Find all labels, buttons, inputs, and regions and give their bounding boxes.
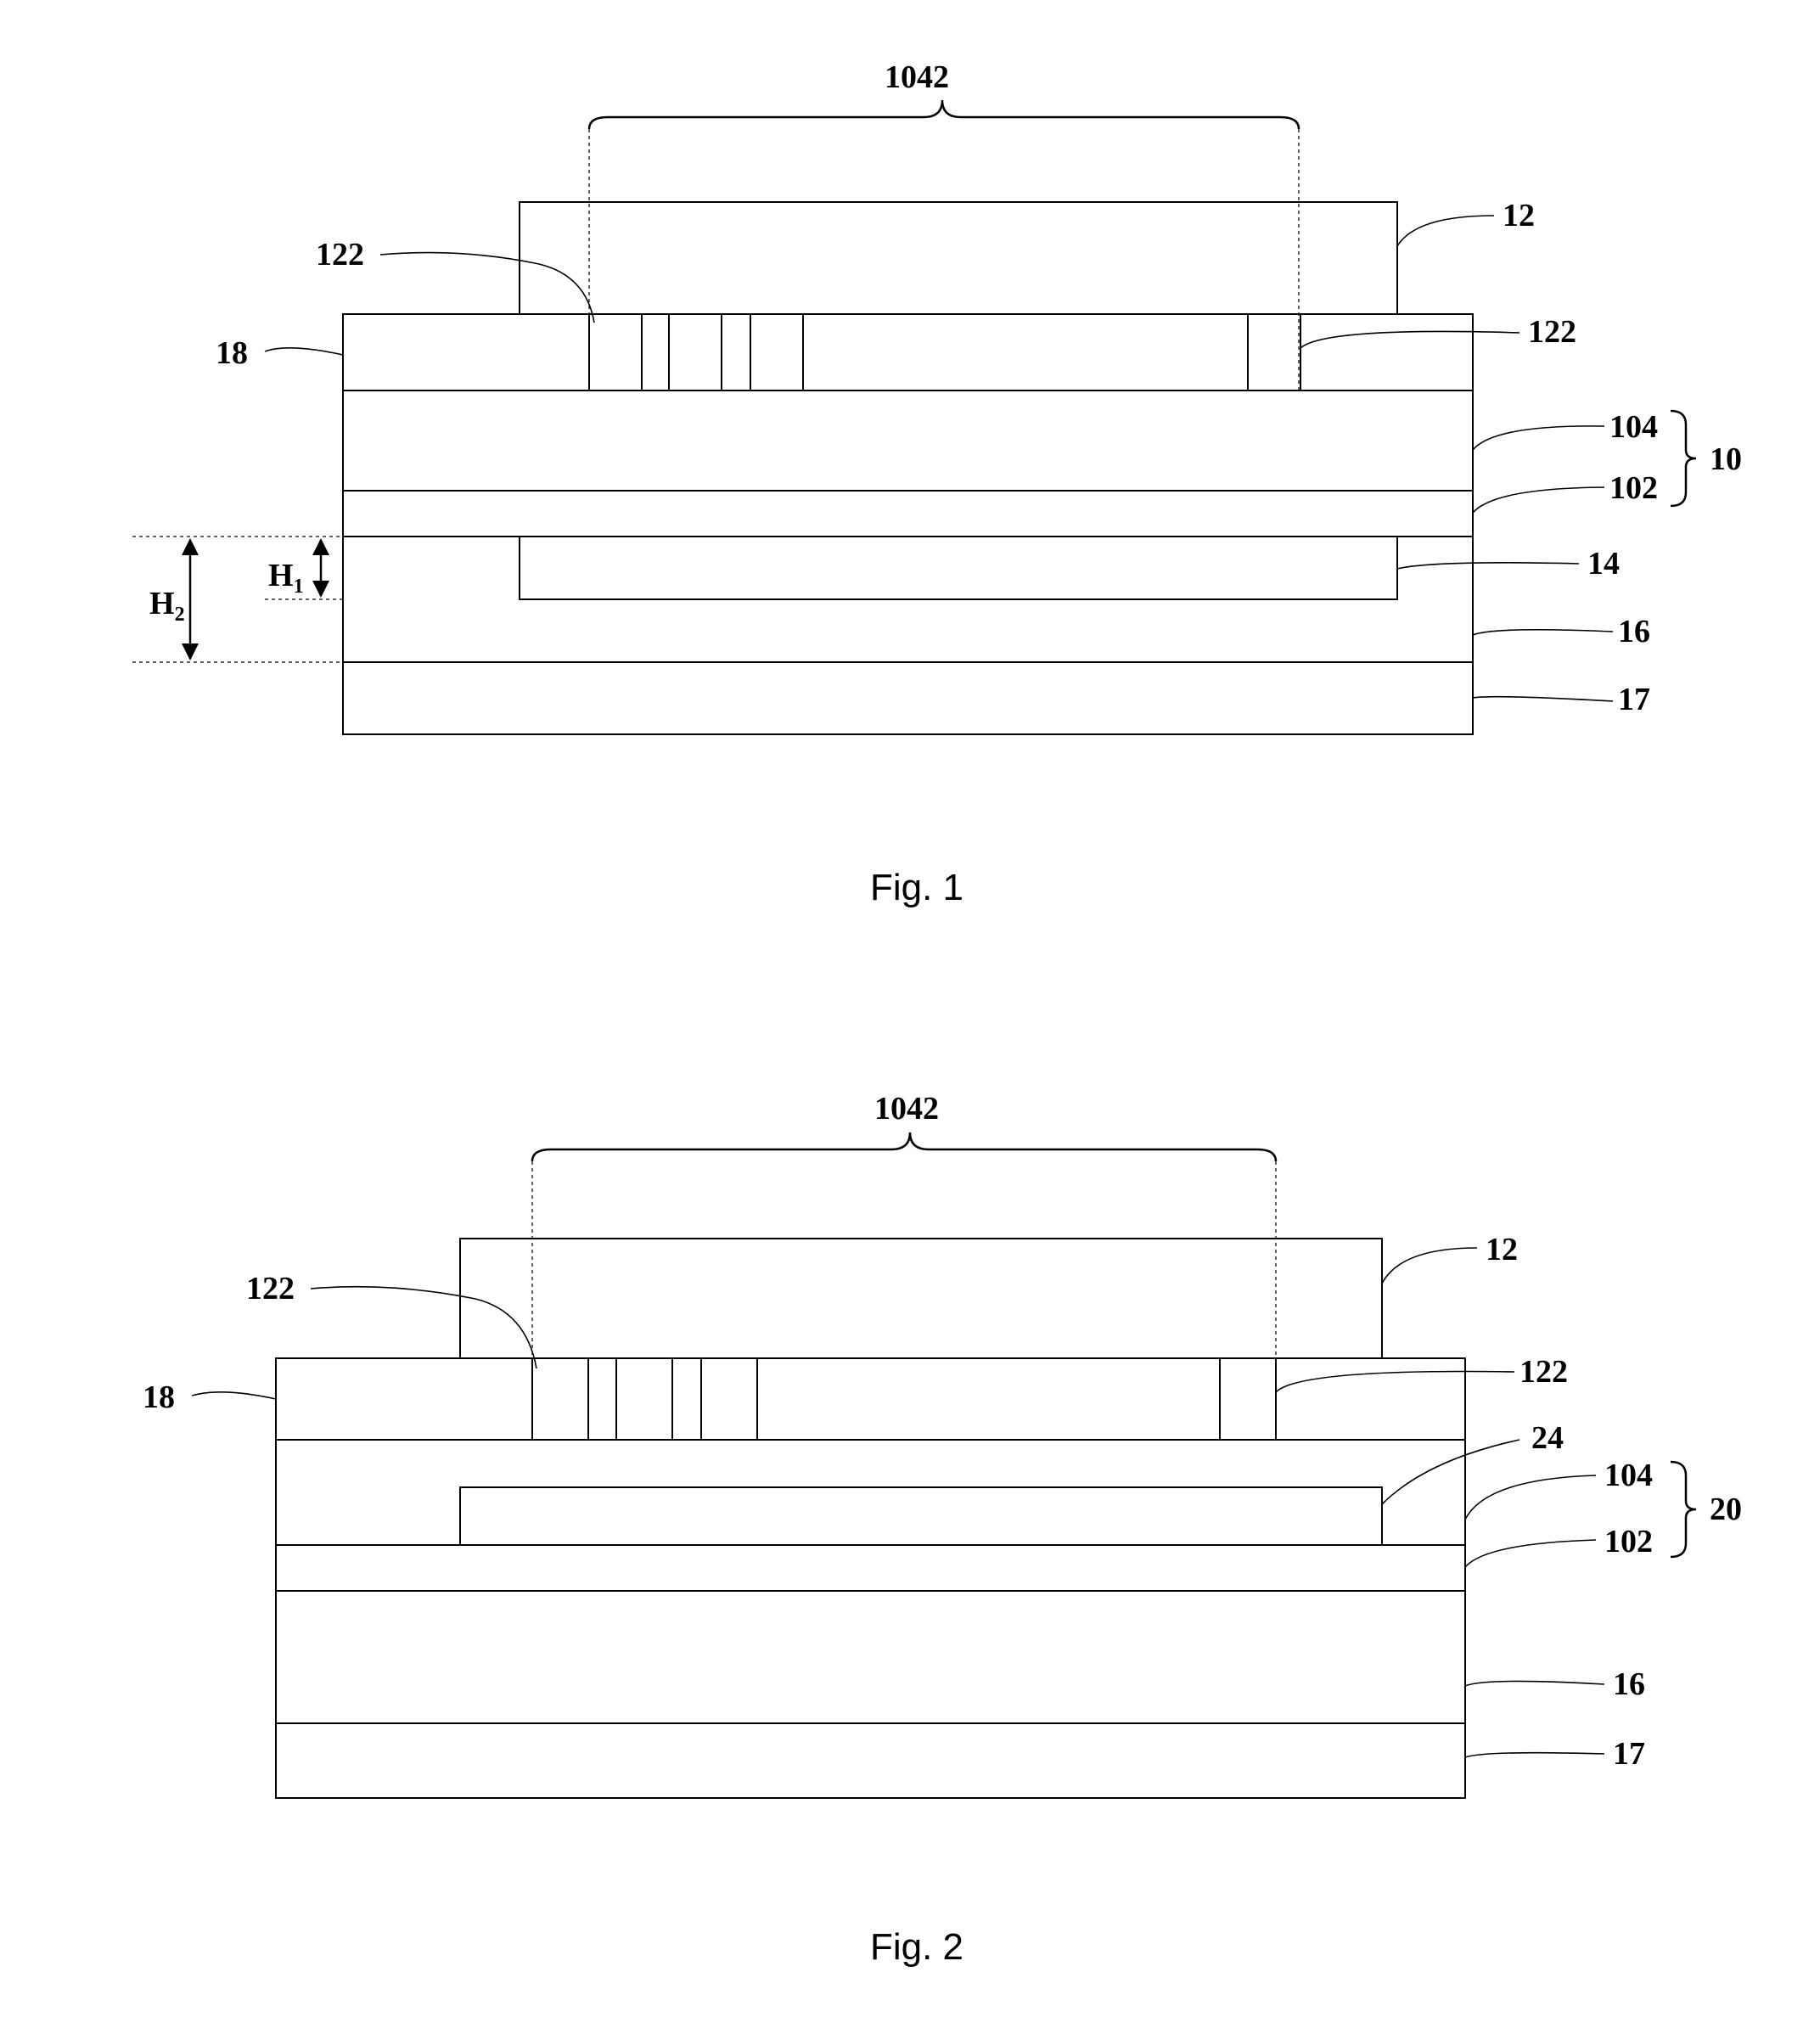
fig2-label-122-right: 122 (1519, 1354, 1568, 1390)
fig1-label-122-left: 122 (316, 237, 364, 273)
fig1-pad-122 (589, 314, 642, 391)
fig1-label-122-right: 122 (1528, 314, 1576, 350)
fig1-label-h1: H1 (268, 558, 304, 598)
fig2-leader-104 (1465, 1475, 1596, 1520)
fig2-caption: Fig. 2 (870, 1926, 963, 1968)
fig2-leader-18 (192, 1392, 276, 1399)
fig1-label-h2: H2 (149, 586, 185, 626)
fig2-label-122-left: 122 (246, 1271, 295, 1306)
fig2-brace-20 (1671, 1462, 1696, 1557)
fig2-leader-122-left (311, 1287, 536, 1368)
fig2-layer-104 (276, 1440, 1465, 1545)
fig2-label-20: 20 (1710, 1492, 1742, 1527)
fig1-label-17: 17 (1618, 682, 1650, 717)
fig1-label-16: 16 (1618, 614, 1650, 649)
fig2-pad-122 (1220, 1358, 1276, 1440)
fig1-label-102: 102 (1609, 470, 1658, 506)
fig2-leader-16 (1465, 1681, 1604, 1686)
fig1-label-14: 14 (1587, 546, 1620, 582)
fig1-leader-16 (1473, 630, 1613, 635)
fig1-leader-104 (1473, 426, 1604, 450)
fig1-pad-122 (1248, 314, 1300, 391)
fig1-label-1042: 1042 (885, 59, 949, 95)
fig1-pad-122 (750, 314, 803, 391)
figure-2: 1042 12 122 122 18 24 104 102 20 16 17 F… (143, 1091, 1742, 1968)
fig1-leader-14 (1397, 563, 1579, 569)
fig2-leader-12 (1382, 1248, 1477, 1284)
fig2-label-104: 104 (1604, 1458, 1653, 1493)
fig1-label-12: 12 (1503, 198, 1535, 233)
fig1-layer-17 (343, 662, 1473, 734)
fig2-label-1042: 1042 (874, 1091, 939, 1127)
figure-1: 1042 12 122 122 18 104 102 10 14 16 17 (132, 59, 1742, 908)
fig2-layer-17 (276, 1723, 1465, 1798)
fig1-layer-102 (343, 491, 1473, 537)
fig2-pad-122 (616, 1358, 672, 1440)
fig2-leader-122-right (1276, 1372, 1514, 1393)
fig2-leader-24 (1382, 1440, 1519, 1504)
fig1-leader-17 (1473, 697, 1613, 701)
fig1-label-104: 104 (1609, 409, 1658, 445)
fig1-layer-104 (343, 391, 1473, 491)
fig2-layer-18 (276, 1358, 1465, 1440)
fig2-leader-17 (1465, 1753, 1604, 1757)
fig1-leader-122-right (1300, 331, 1519, 348)
fig2-label-24: 24 (1531, 1420, 1564, 1456)
fig2-pad-122 (532, 1358, 588, 1440)
fig1-pad-122 (669, 314, 722, 391)
fig1-leader-18 (265, 348, 343, 355)
fig2-label-17: 17 (1613, 1736, 1645, 1772)
fig1-label-10: 10 (1710, 441, 1742, 477)
fig1-caption: Fig. 1 (870, 867, 963, 908)
fig2-brace-1042 (532, 1132, 1276, 1161)
fig2-label-102: 102 (1604, 1524, 1653, 1559)
fig1-brace-1042 (589, 100, 1299, 129)
fig1-layer-14 (520, 537, 1397, 599)
fig2-pad-122 (701, 1358, 757, 1440)
fig1-layer-18 (343, 314, 1473, 391)
fig1-brace-10 (1671, 411, 1696, 506)
fig2-label-18: 18 (143, 1379, 175, 1415)
fig2-layer-12 (460, 1239, 1382, 1358)
fig2-leader-102 (1465, 1540, 1596, 1567)
fig2-label-16: 16 (1613, 1666, 1645, 1702)
fig2-label-12: 12 (1486, 1232, 1518, 1267)
fig2-layer-16 (276, 1591, 1465, 1723)
fig1-label-18: 18 (216, 335, 248, 371)
fig1-leader-122-left (380, 253, 594, 323)
fig1-leader-102 (1473, 487, 1604, 513)
fig1-layer-12 (520, 202, 1397, 314)
fig1-leader-12 (1397, 216, 1494, 246)
fig2-layer-24 (460, 1487, 1382, 1545)
fig2-layer-102 (276, 1545, 1465, 1591)
